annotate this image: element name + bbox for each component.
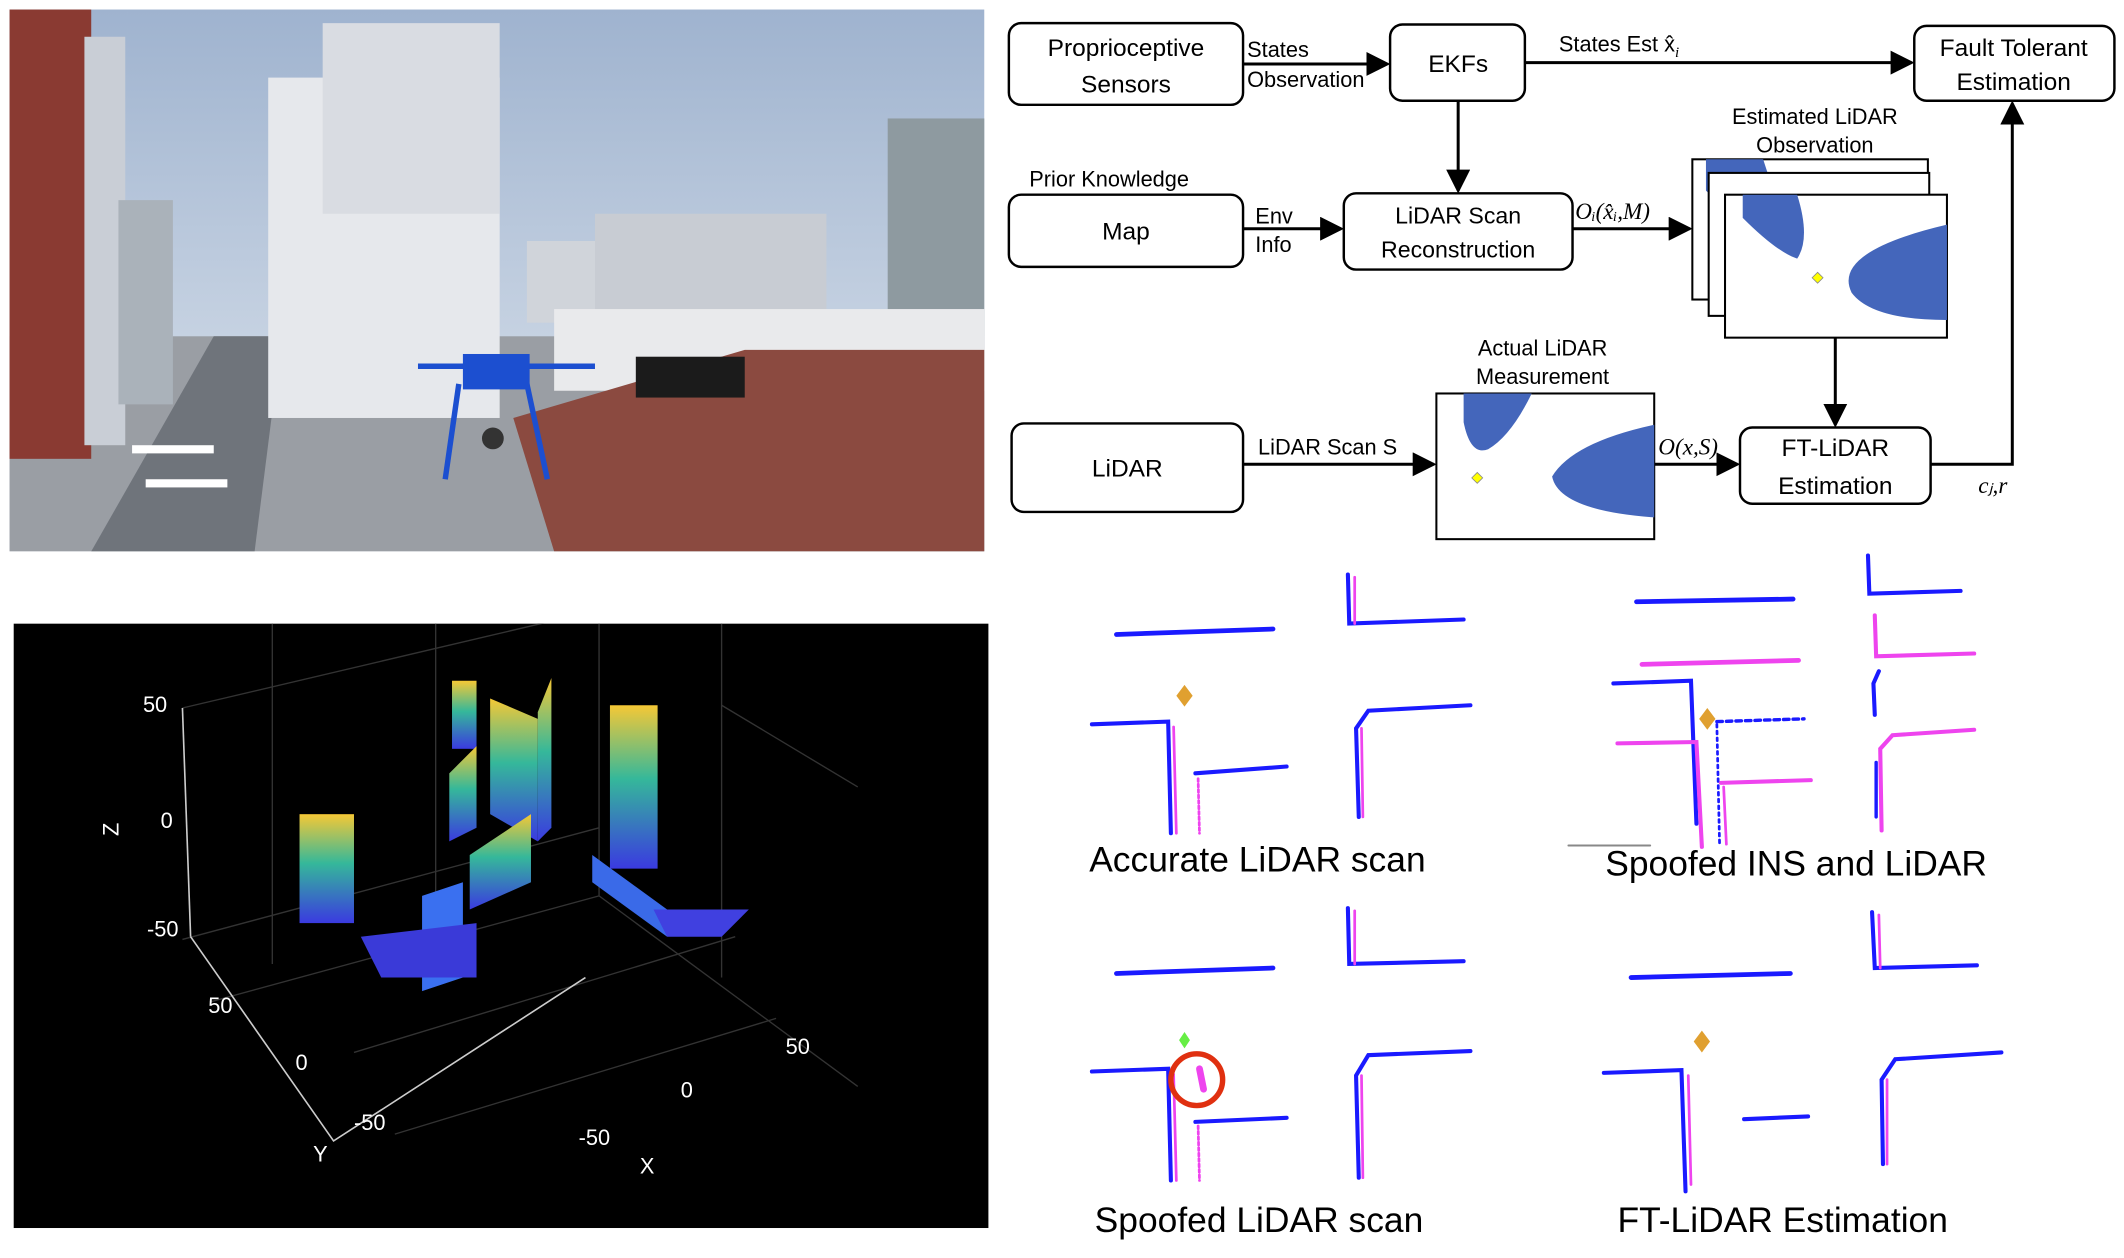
pointcloud-3d-plot: 50 0 -50 Z 50 0 -50 Y -50 0 50 X [13, 623, 989, 1229]
scan-accurate [1089, 572, 1473, 836]
svg-text:Observation: Observation [1756, 132, 1873, 157]
estimated-obs-frames [1691, 158, 1948, 339]
map-box [1007, 193, 1245, 269]
prior-knowledge-label: Prior Knowledge [1029, 167, 1189, 192]
z-tick: -50 [147, 917, 178, 942]
point-clusters [299, 678, 749, 992]
scan-ft-lidar [1601, 910, 2004, 1194]
y-tick: 0 [295, 1050, 307, 1075]
fault-tolerant-label: Fault Tolerant [1940, 35, 2088, 62]
states-label: States [1247, 37, 1309, 62]
z-axis-label: Z [98, 823, 123, 836]
lidar-box [1010, 422, 1245, 514]
svg-text:Estimation: Estimation [1778, 473, 1892, 500]
lidar-scan-label: LiDAR Scan S [1258, 435, 1397, 460]
states-est-label: States Est x̂i [1559, 32, 1679, 61]
y-tick: -50 [354, 1110, 385, 1135]
svg-text:Measurement: Measurement [1476, 364, 1609, 389]
scan-panels [1089, 553, 2004, 1194]
x-tick: 50 [786, 1034, 810, 1059]
svg-text:Estimation: Estimation [1956, 69, 2070, 96]
y-tick: 50 [208, 993, 232, 1018]
lidar-label: LiDAR [1092, 456, 1163, 483]
scan-spoofed-lidar [1089, 906, 1473, 1183]
scan-spoofed-ins-lidar [1567, 553, 1977, 849]
z-tick: 50 [143, 692, 167, 717]
drone [417, 353, 595, 480]
x-axis-label: X [640, 1154, 655, 1179]
x-tick: 0 [681, 1077, 693, 1102]
info-label: Info [1255, 232, 1291, 257]
observation-label: Observation [1247, 67, 1364, 92]
o-label: O(x,S) [1658, 435, 1718, 461]
cj-r-label: cⱼ,r [1978, 473, 2008, 499]
z-tick: 0 [161, 808, 173, 833]
y-axis-label: Y [313, 1141, 328, 1166]
caption-spoofed-lidar: Spoofed LiDAR scan [1094, 1199, 1424, 1241]
reconstruction-label: LiDAR Scan [1395, 202, 1521, 228]
ekfs-label: EKFs [1428, 51, 1488, 78]
svg-text:Sensors: Sensors [1081, 72, 1171, 99]
drone-city-photo [9, 9, 985, 552]
map-label: Map [1102, 219, 1150, 246]
caption-spoofed-ins: Spoofed INS and LiDAR [1605, 842, 1987, 884]
caption-ft-lidar: FT-LiDAR Estimation [1617, 1199, 1948, 1241]
caption-accurate: Accurate LiDAR scan [1089, 838, 1426, 880]
proprioceptive-label: Proprioceptive [1048, 35, 1205, 62]
env-label: Env [1255, 203, 1293, 228]
x-tick: -50 [579, 1125, 610, 1150]
ft-lidar-label: FT-LiDAR [1782, 435, 1890, 462]
oi-label: Oᵢ(x̂ᵢ,M) [1575, 199, 1650, 225]
actual-meas-label: Actual LiDAR [1478, 335, 1607, 360]
flowchart: Proprioceptive Sensors States Observatio… [1007, 21, 2116, 541]
spoof-highlight-circle [1168, 1051, 1226, 1109]
actual-measurement-frame [1435, 392, 1656, 541]
estimated-obs-label: Estimated LiDAR [1732, 104, 1898, 129]
svg-text:Reconstruction: Reconstruction [1381, 236, 1535, 262]
